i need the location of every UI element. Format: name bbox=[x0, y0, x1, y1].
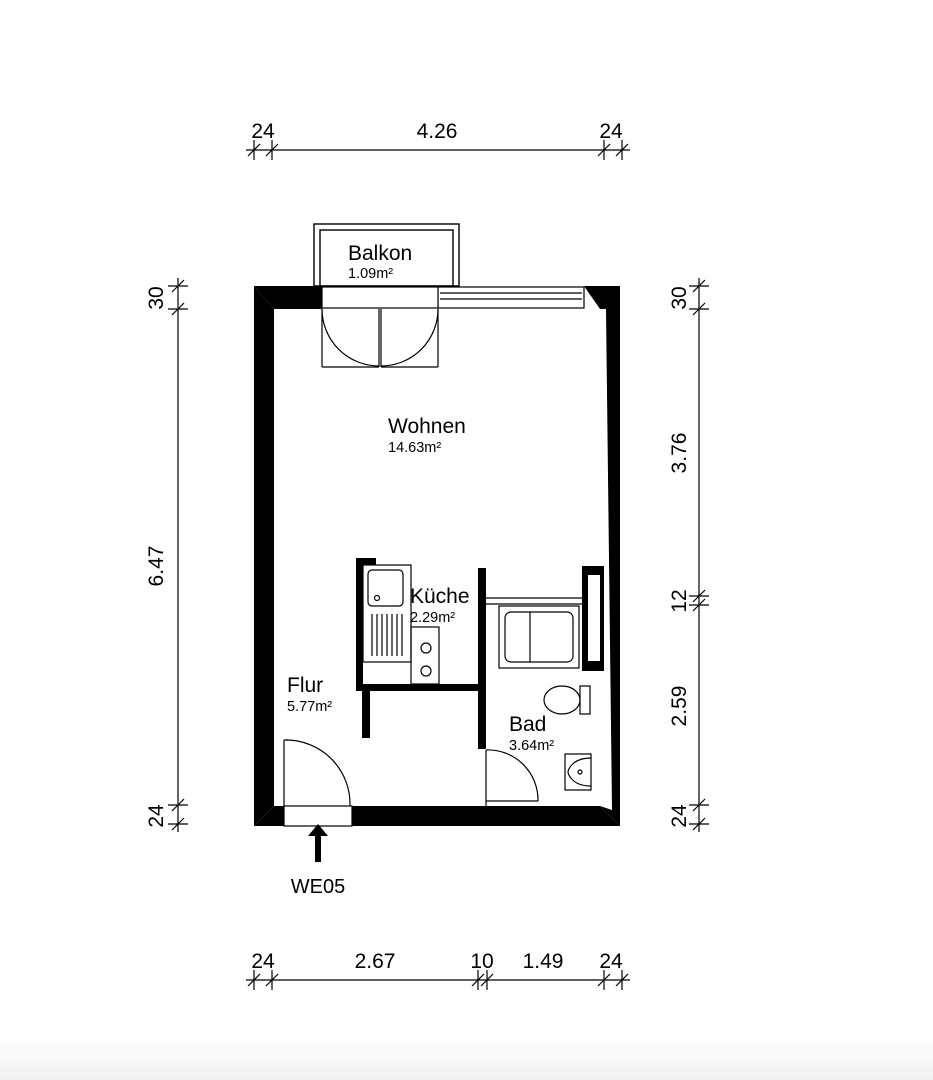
top-window bbox=[437, 286, 585, 309]
kitchen-counter bbox=[362, 564, 440, 685]
dim-bottom-4: 1.49 bbox=[523, 950, 564, 973]
dim-bottom-2: 2.67 bbox=[355, 950, 396, 973]
dim-left-1: 30 bbox=[145, 286, 168, 309]
dimension-right bbox=[689, 278, 709, 832]
dimension-top bbox=[246, 140, 630, 160]
room-kueche-name: Küche bbox=[410, 585, 470, 608]
toilet bbox=[543, 685, 591, 715]
dim-right-4: 2.59 bbox=[668, 686, 691, 727]
room-flur-area: 5.77m² bbox=[287, 699, 332, 715]
wall-wedge bbox=[600, 309, 612, 810]
dim-top-2: 4.26 bbox=[417, 120, 458, 143]
room-wohnen-name: Wohnen bbox=[388, 415, 466, 438]
balcony-door-frame bbox=[321, 286, 439, 309]
unit-label: WE05 bbox=[291, 876, 345, 898]
washbasin bbox=[564, 753, 592, 791]
room-kueche-area: 2.29m² bbox=[410, 610, 455, 626]
dimension-bottom bbox=[246, 970, 630, 990]
shaft-opening bbox=[588, 575, 600, 661]
balcony bbox=[313, 223, 460, 287]
dim-bottom-1: 24 bbox=[251, 950, 275, 973]
interior-walls bbox=[356, 558, 604, 749]
room-bad-area: 3.64m² bbox=[509, 738, 554, 754]
room-balkon-area: 1.09m² bbox=[348, 266, 393, 282]
room-flur-name: Flur bbox=[287, 674, 323, 697]
dim-bottom-5: 24 bbox=[599, 950, 623, 973]
room-wohnen-area: 14.63m² bbox=[388, 440, 441, 456]
dim-top-1: 24 bbox=[251, 120, 275, 143]
entrance-door[interactable] bbox=[283, 739, 353, 827]
dim-right-3: 12 bbox=[668, 589, 691, 612]
bath-top-line bbox=[486, 597, 582, 605]
entrance-arrow-icon bbox=[308, 824, 328, 862]
dim-top-3: 24 bbox=[599, 120, 623, 143]
dim-bottom-3: 10 bbox=[470, 950, 493, 973]
dim-right-5: 24 bbox=[668, 804, 691, 828]
bottom-fade bbox=[0, 1036, 933, 1080]
bathtub bbox=[498, 605, 580, 669]
dim-left-2: 6.47 bbox=[145, 546, 168, 587]
balcony-door[interactable] bbox=[321, 308, 439, 368]
dimension-left bbox=[168, 278, 188, 832]
dim-left-3: 24 bbox=[145, 804, 168, 828]
bath-door[interactable] bbox=[485, 749, 539, 806]
dim-right-1: 30 bbox=[668, 286, 691, 309]
room-bad-name: Bad bbox=[509, 713, 546, 736]
dim-right-2: 3.76 bbox=[668, 433, 691, 474]
room-balkon-name: Balkon bbox=[348, 242, 412, 265]
